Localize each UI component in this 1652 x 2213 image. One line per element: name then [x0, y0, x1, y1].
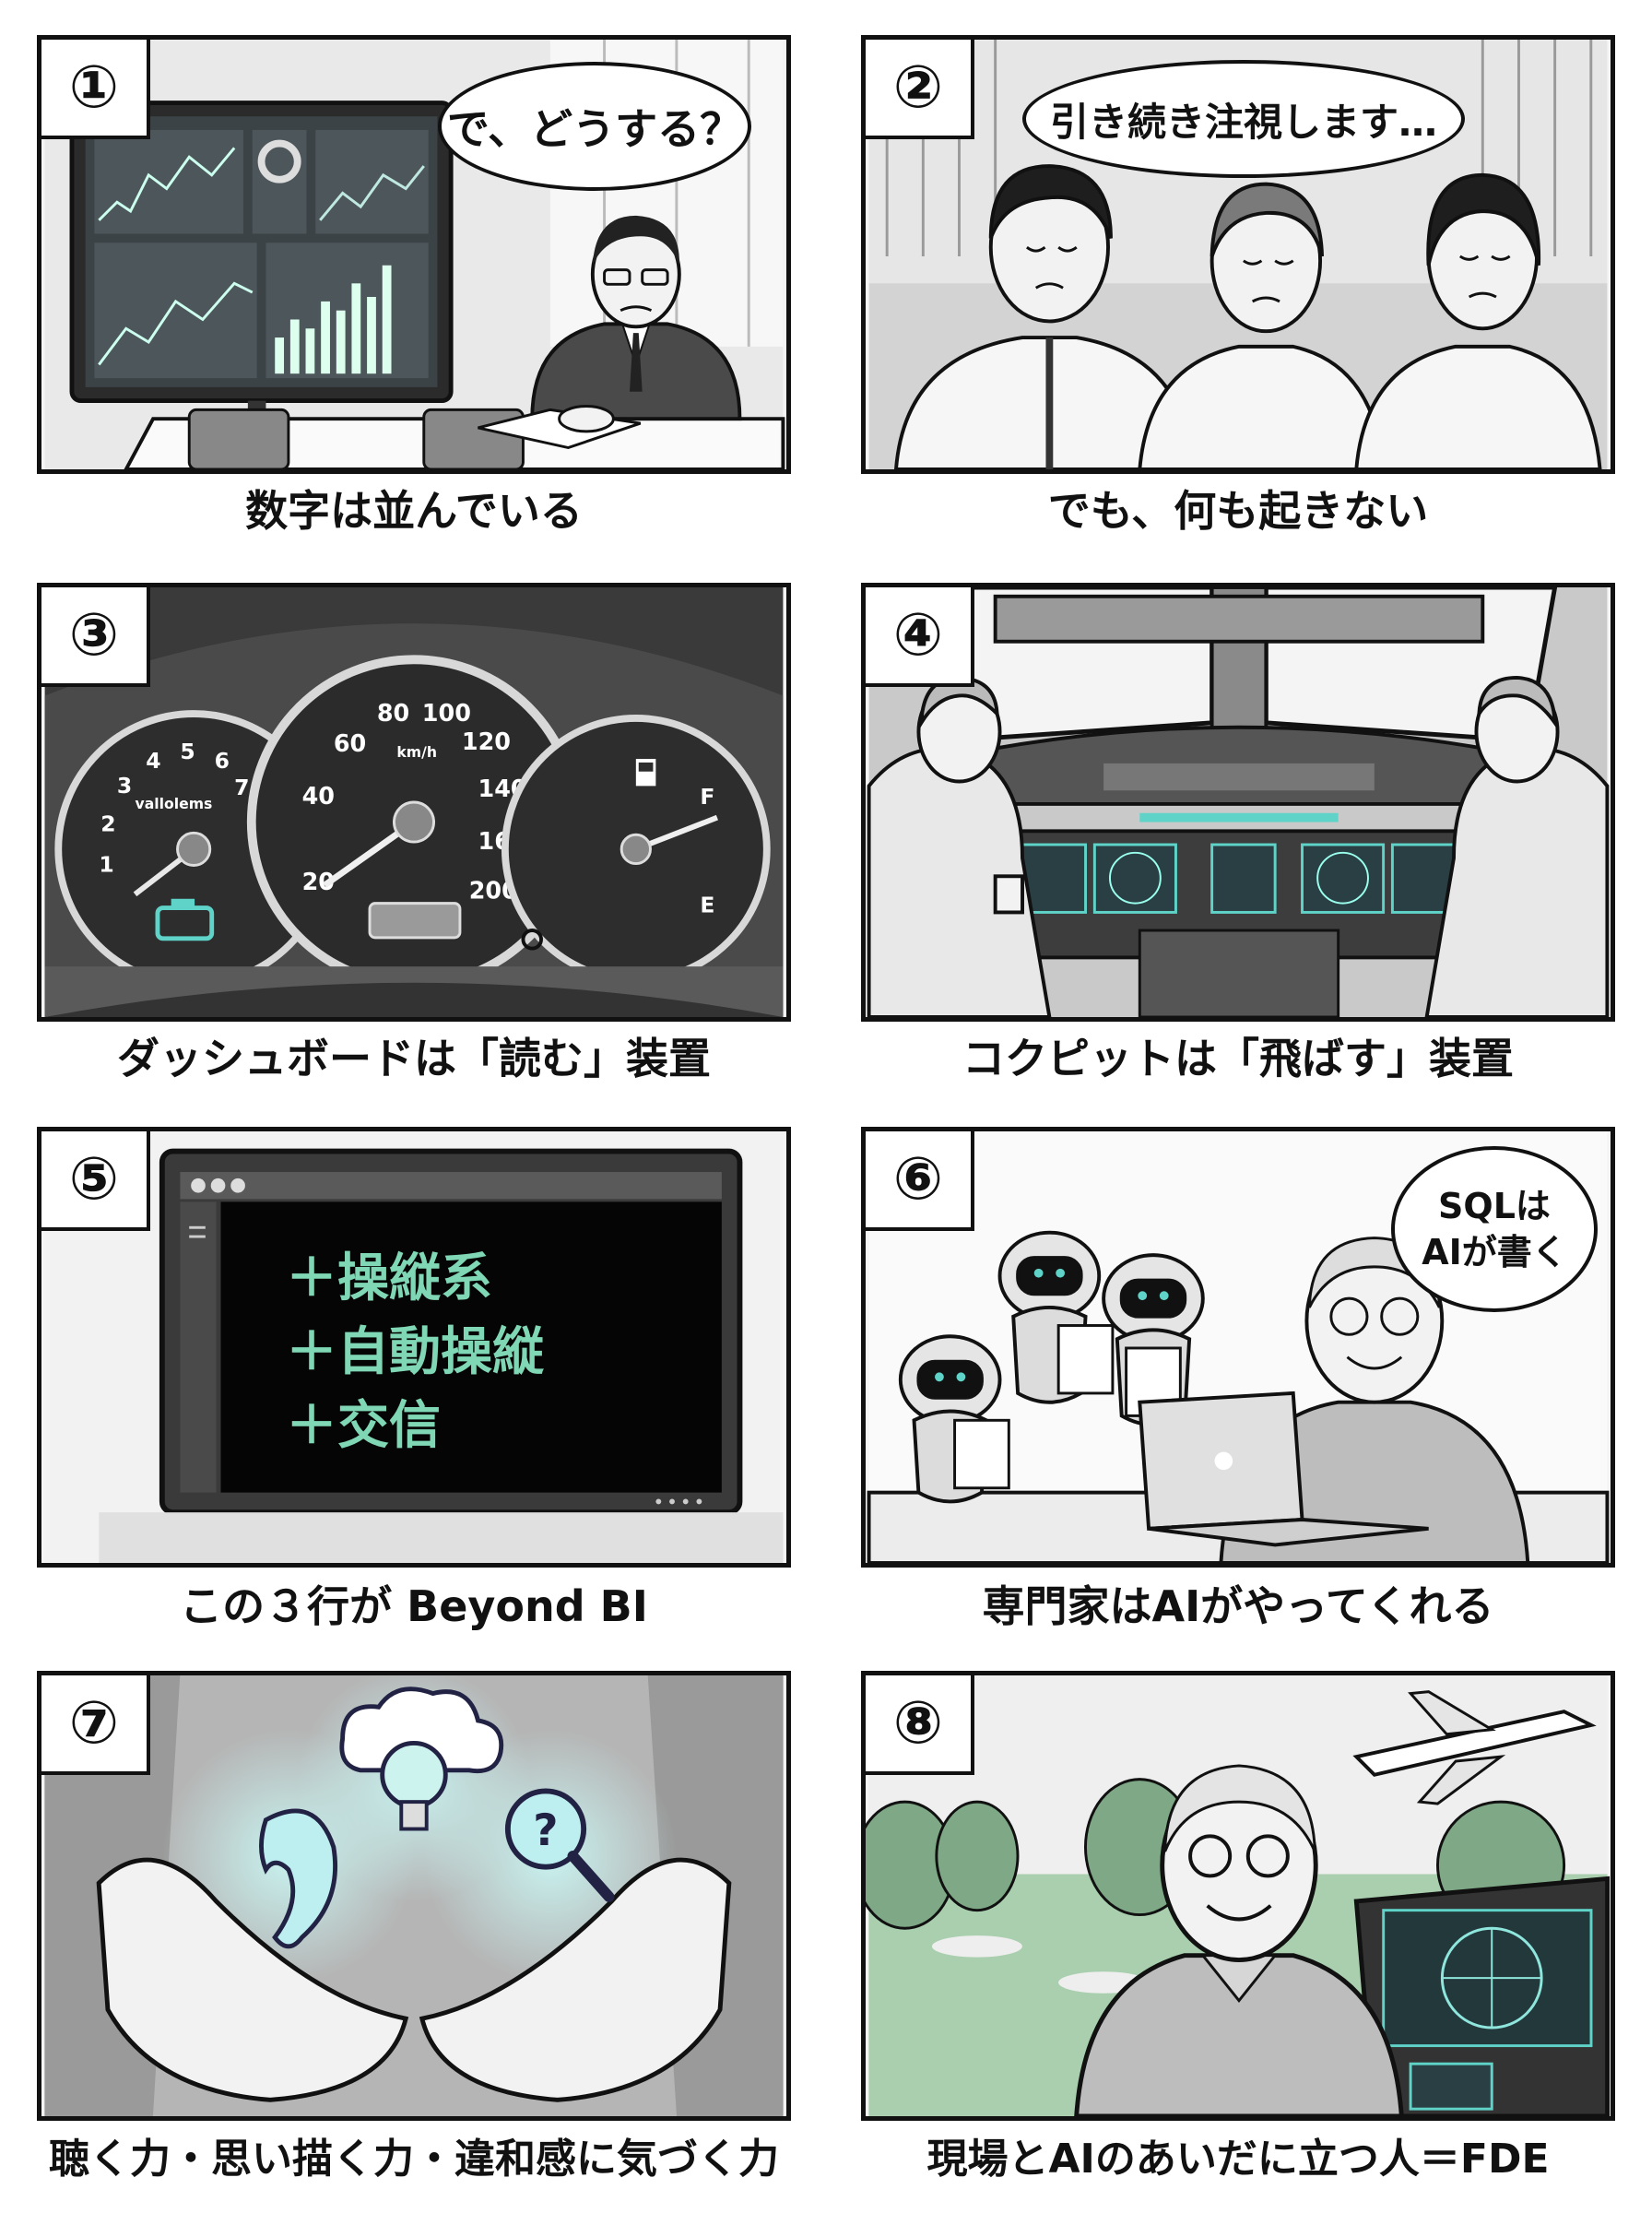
speech-bubble: 引き続き注視します… — [1022, 60, 1465, 178]
golf-course-fde-illustration — [866, 1675, 1611, 2116]
panel-number-badge: ⑧ — [866, 1675, 974, 1775]
airplane-icon — [1352, 1690, 1597, 1805]
airplane-cockpit-illustration — [867, 587, 1610, 1017]
code-line: ＋操縦系 — [286, 1249, 492, 1308]
panel-2: ② 引き続き注視します… — [861, 35, 1615, 474]
panel-number-badge: ① — [41, 40, 150, 139]
laptop-icon — [1138, 1391, 1429, 1547]
terminal-code-lines: ＋操縦系 ＋自動操縦 ＋交信 — [286, 1242, 544, 1463]
tick-label: 7 — [234, 775, 249, 800]
panel-number-badge: ③ — [41, 587, 150, 687]
speech-bubble: SQLは AIが書く — [1391, 1146, 1598, 1312]
panel-8: ⑧ — [861, 1671, 1615, 2121]
question-magnifier-icon: ? — [504, 1788, 615, 1902]
fuel-pump-icon — [635, 759, 656, 787]
tick-label: 6 — [215, 748, 230, 774]
panel-1: ① で、どうする？ — [37, 35, 791, 474]
panel-number-badge: ⑦ — [41, 1675, 150, 1775]
tach-brand: vallolems — [135, 795, 212, 812]
panel-3-caption: ダッシュボードは「読む」装置 — [117, 1034, 711, 1083]
tick-label: 40 — [302, 783, 335, 811]
tick-label: 4 — [146, 748, 160, 774]
tick-label: 60 — [334, 730, 366, 758]
fuel-full-label: F — [700, 784, 714, 810]
panel-6-caption: 専門家はAIがやってくれる — [982, 1581, 1494, 1631]
terminal-monitor-illustration — [44, 1131, 784, 1563]
check-engine-icon — [155, 898, 215, 941]
tick-label: 80 — [377, 700, 409, 728]
svg-text:?: ? — [533, 1805, 558, 1856]
speech-bubble: で、どうする？ — [438, 62, 751, 191]
panel-7: ? ⑦ — [37, 1671, 791, 2121]
panel-number-badge: ② — [866, 40, 974, 139]
robots-and-expert-illustration — [867, 1131, 1610, 1563]
tick-label: 100 — [422, 700, 471, 728]
tick-label: 5 — [180, 739, 195, 764]
tick-label: 2 — [100, 811, 115, 836]
panel-5: ⑤ ＋操縦系 ＋自動操縦 ＋交信 — [37, 1127, 791, 1568]
panel-2-caption: でも、何も起きない — [1047, 486, 1429, 536]
panel-number-badge: ④ — [866, 587, 974, 687]
lightbulb-cloud-icon — [339, 1686, 504, 1831]
tick-label: 120 — [462, 728, 511, 756]
fuel-empty-label: E — [700, 892, 714, 917]
ear-icon — [259, 1808, 338, 1949]
glowing-hands-illustration: ? — [44, 1675, 784, 2116]
panel-8-caption: 現場とAIのあいだに立つ人＝FDE — [926, 2136, 1550, 2183]
panel-5-caption: この３行が Beyond BI — [180, 1581, 648, 1631]
tick-label: 3 — [117, 773, 132, 799]
panel-4-caption: コクピットは「飛ばす」装置 — [962, 1034, 1514, 1083]
panel-6: ⑥ SQLは AIが書く — [861, 1127, 1615, 1568]
tachometer-tick-labels: 1 2 3 4 5 6 7 vallolems — [99, 739, 249, 877]
panel-number-badge: ⑤ — [41, 1131, 150, 1231]
code-line: ＋自動操縦 — [286, 1322, 544, 1382]
tick-label: 1 — [99, 851, 113, 877]
panel-3: 1 2 3 4 5 6 7 vallolems 20 40 60 80 100 … — [37, 583, 791, 1022]
speed-unit: km/h — [396, 743, 437, 761]
panel-4: ④ — [861, 583, 1615, 1022]
code-line: ＋交信 — [286, 1396, 441, 1456]
car-dashboard-illustration: 1 2 3 4 5 6 7 vallolems 20 40 60 80 100 … — [44, 587, 784, 1017]
panel-1-caption: 数字は並んでいる — [245, 486, 583, 536]
panel-number-badge: ⑥ — [866, 1131, 974, 1231]
panel-7-caption: 聴く力・思い描く力・違和感に気づく力 — [49, 2136, 779, 2183]
